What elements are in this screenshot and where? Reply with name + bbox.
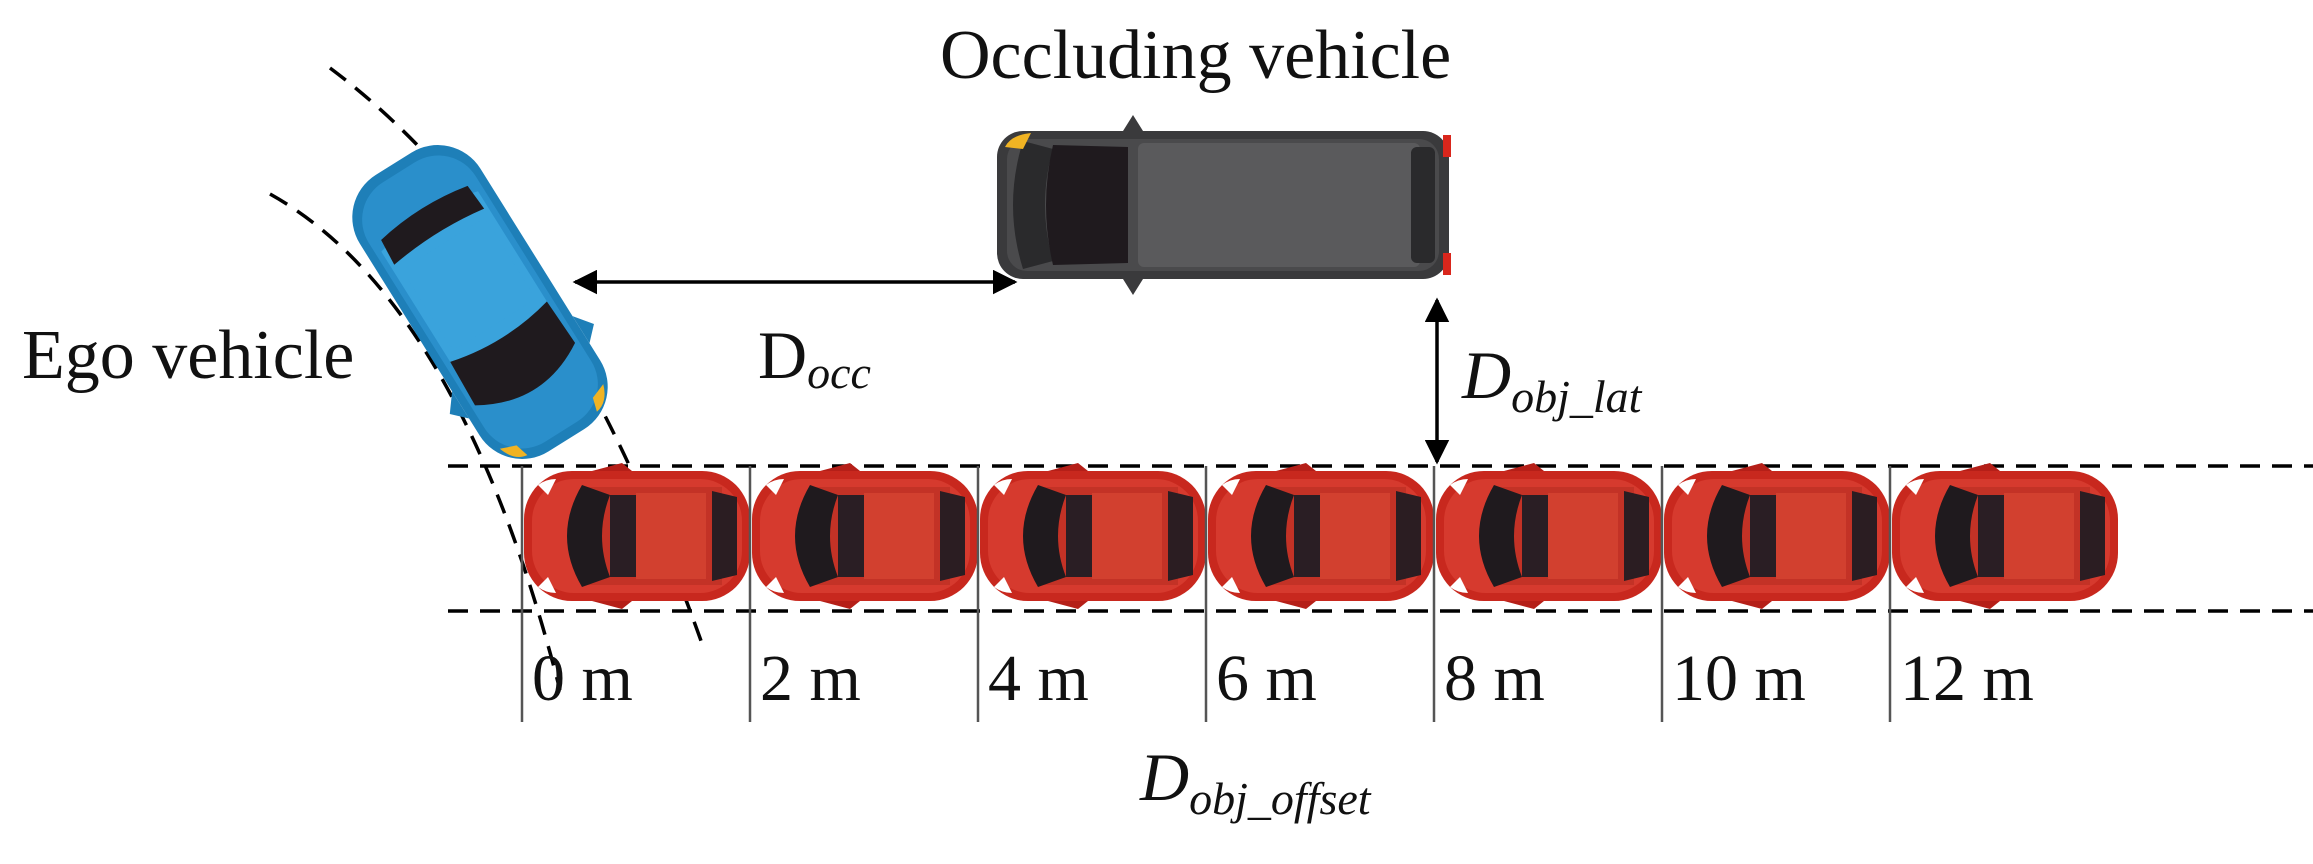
offset-label: 10 m [1672, 642, 1806, 715]
d-obj-lat-label: Dobj_lat [1461, 337, 1643, 422]
ego-trajectory-inner [269, 192, 562, 691]
red-car-icon [1664, 463, 1890, 609]
d-obj-offset-label: Dobj_offset [1139, 739, 1372, 824]
offset-ticks [520, 466, 1892, 722]
ego-vehicle-label: Ego vehicle [22, 317, 354, 394]
offset-label: 12 m [1900, 642, 2034, 715]
red-car-icon [752, 463, 978, 609]
occluding-vehicle-label: Occluding vehicle [940, 17, 1451, 94]
offset-label: 6 m [1216, 642, 1317, 715]
blue-car-icon [321, 118, 639, 486]
red-car-icon [524, 463, 750, 609]
offset-label: 0 m [532, 642, 633, 715]
offset-label: 2 m [760, 642, 861, 715]
object-vehicle-row [524, 463, 2118, 609]
red-car-icon [980, 463, 1206, 609]
d-occ-label: Docc [758, 317, 871, 398]
dark-van-icon [997, 115, 1451, 295]
red-car-icon [1436, 463, 1662, 609]
red-car-icon [1892, 463, 2118, 609]
red-car-icon [1208, 463, 1434, 609]
offset-label: 8 m [1444, 642, 1545, 715]
offset-label: 4 m [988, 642, 1089, 715]
